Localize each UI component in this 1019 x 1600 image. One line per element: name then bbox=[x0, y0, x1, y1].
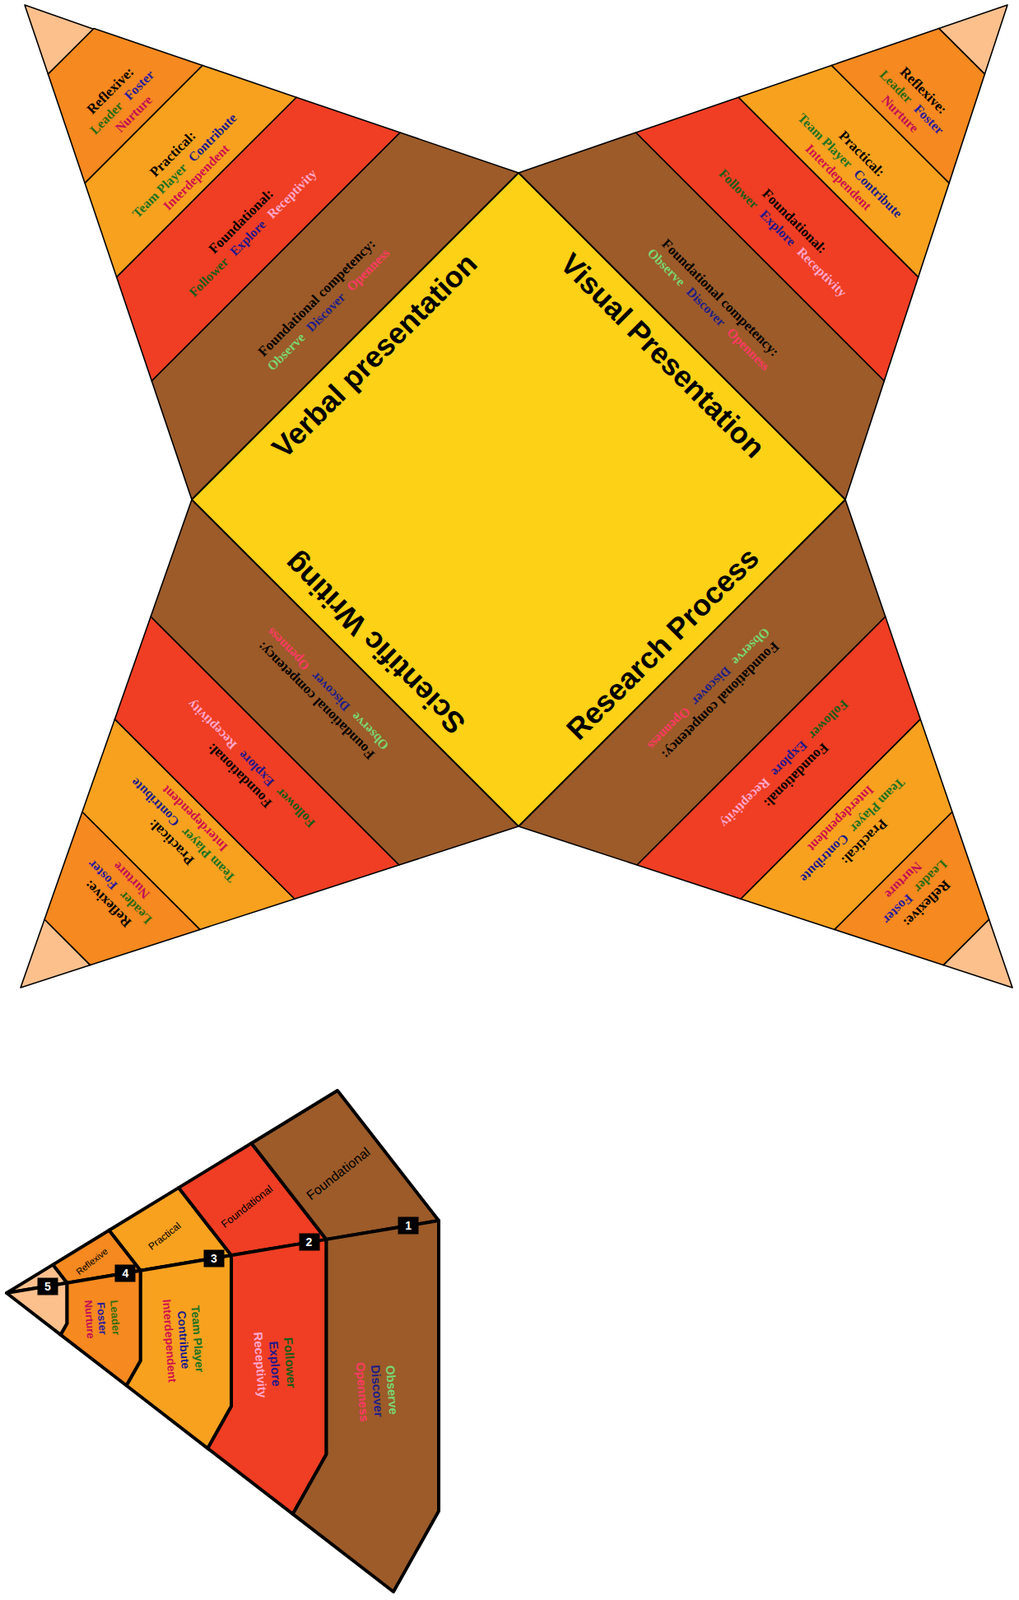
competency-band-shape bbox=[831, 27, 986, 184]
competency-band: Reflexive:LeaderFosterNurture bbox=[44, 811, 201, 966]
competency-band-shape bbox=[834, 811, 990, 966]
level-terms: Team PlayerContributeInterdependent bbox=[159, 1297, 207, 1383]
callout-number: 1 bbox=[398, 1217, 419, 1235]
competency-band-outline bbox=[44, 812, 201, 966]
pyramid-level-terms: ObserveDiscoverOpenness bbox=[292, 1220, 439, 1592]
competency-band-shape bbox=[44, 811, 201, 966]
pyramid-level-outline bbox=[251, 1090, 440, 1240]
pyramid-level-terms: LeaderFosterNurture bbox=[60, 1270, 141, 1387]
pyramid-level-terms-outline bbox=[207, 1239, 326, 1515]
competency-band-outline bbox=[47, 28, 203, 184]
center-diamond: Verbal presentationVisual PresentationSc… bbox=[191, 172, 846, 827]
competency-band-outline bbox=[831, 28, 985, 184]
number-holder: 5 bbox=[37, 1277, 58, 1295]
callout-number: 4 bbox=[115, 1264, 136, 1282]
level-terms: FollowerExploreReceptivity bbox=[250, 1329, 299, 1399]
center-diamond-shape bbox=[191, 172, 846, 827]
level-term: Foster bbox=[94, 1298, 111, 1339]
competency-band-outline bbox=[834, 812, 990, 966]
callout-number: 5 bbox=[37, 1277, 58, 1295]
pyramid-level-terms-outline bbox=[60, 1270, 141, 1387]
pyramid-level-terms: FollowerExploreReceptivity bbox=[207, 1238, 327, 1515]
center-diamond-outline bbox=[191, 172, 846, 827]
competency-band-shape bbox=[47, 27, 203, 184]
number-holder: 1 bbox=[398, 1217, 419, 1235]
level-terms: LeaderFosterNurture bbox=[81, 1298, 123, 1340]
competency-band: Reflexive:LeaderFosterNurture bbox=[831, 27, 986, 184]
number-holder: 2 bbox=[298, 1233, 320, 1252]
pyramid-level-terms-outline bbox=[126, 1255, 232, 1449]
competency-band: Reflexive:LeaderFosterNurture bbox=[834, 811, 990, 966]
callout-number: 3 bbox=[204, 1249, 225, 1267]
level-terms: ObserveDiscoverOpenness bbox=[352, 1359, 401, 1423]
pyramid-level-terms: Team PlayerContributeInterdependent bbox=[125, 1255, 232, 1449]
callout-number: 2 bbox=[298, 1233, 320, 1252]
level-term: Nurture bbox=[81, 1299, 98, 1340]
number-holder: 3 bbox=[204, 1249, 225, 1267]
number-holder: 4 bbox=[115, 1264, 136, 1282]
competency-band: Reflexive:LeaderFosterNurture bbox=[47, 27, 203, 184]
pyramid-level-terms-outline bbox=[293, 1220, 439, 1592]
